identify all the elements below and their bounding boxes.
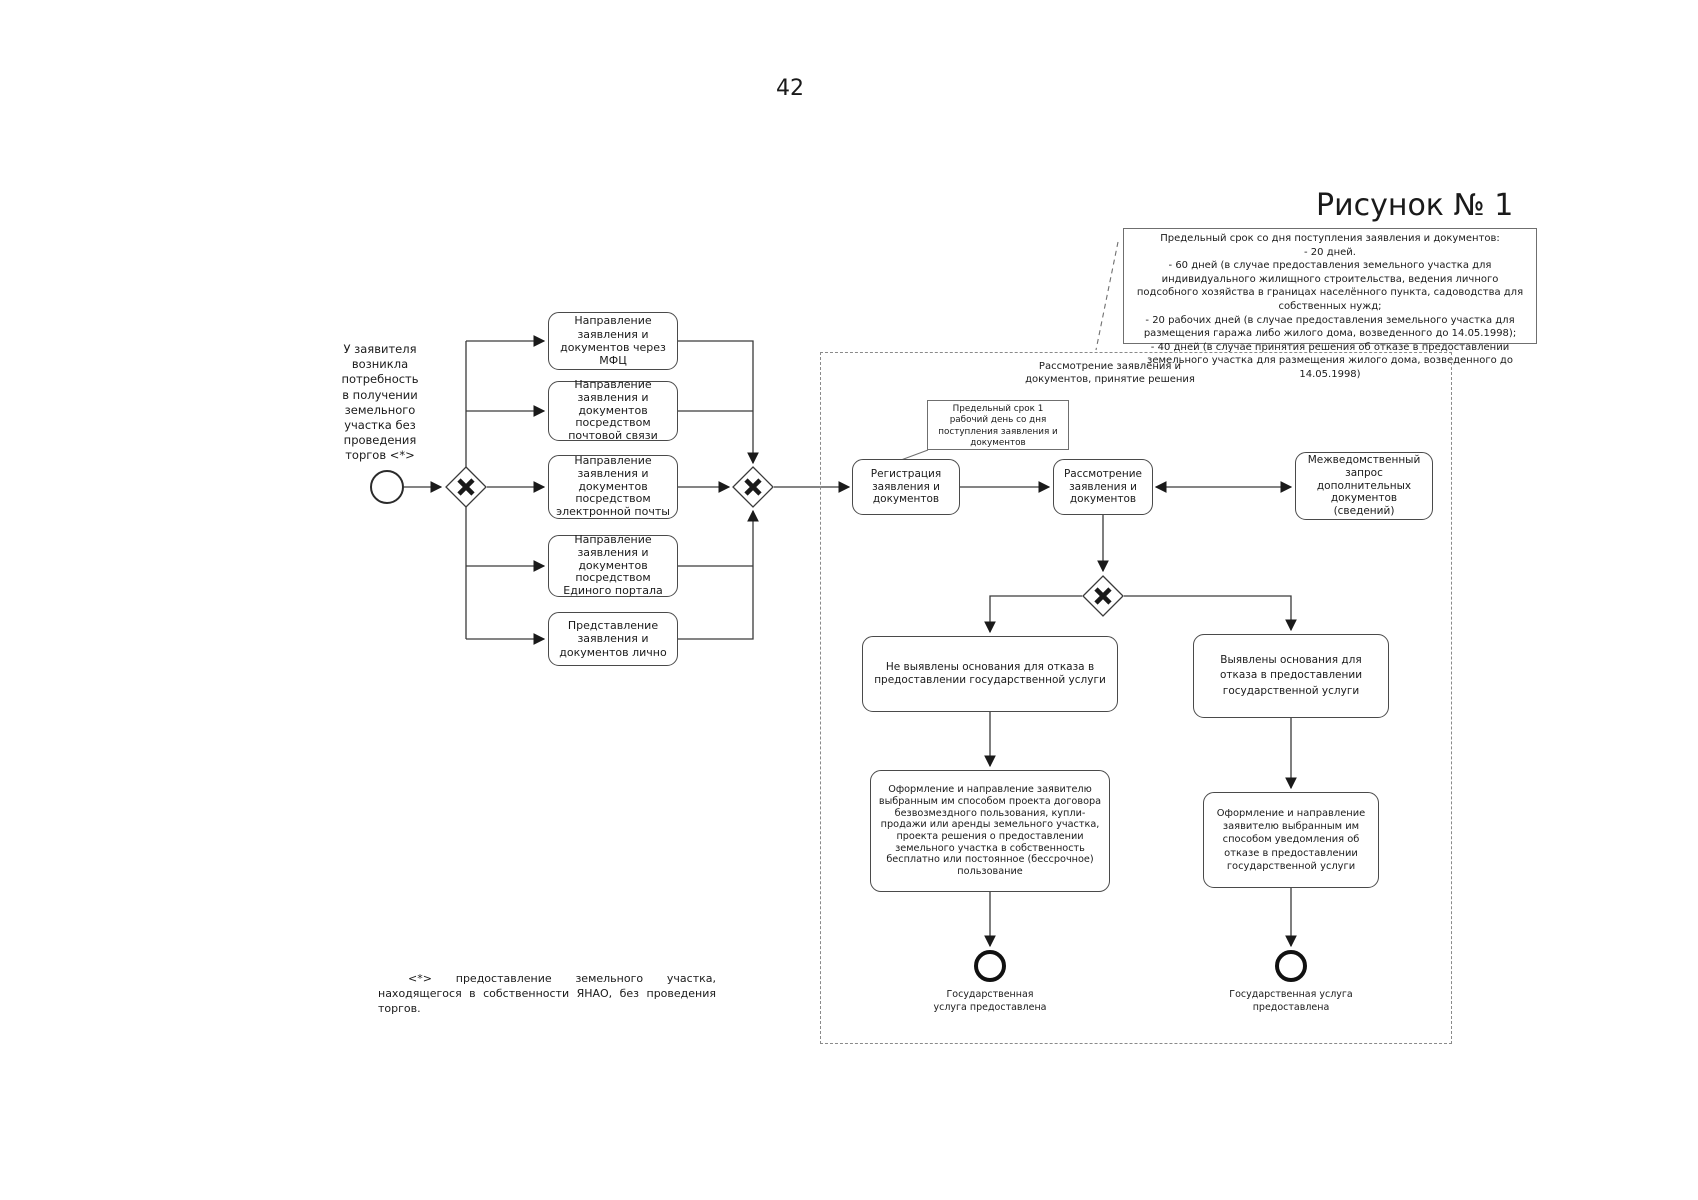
start-event	[370, 470, 404, 504]
footnote: <*> предоставление земельного участка, н…	[378, 972, 716, 1015]
end-event-left	[974, 950, 1006, 982]
exclusive-gateway-merge	[732, 466, 774, 508]
task-channel-mfc: Направление заявления и документов через…	[548, 312, 678, 370]
exclusive-gateway-decision	[1082, 575, 1124, 617]
start-event-label: У заявителя возникла потребность в получ…	[341, 342, 419, 463]
task-channel-in-person: Представление заявления и документов лич…	[548, 612, 678, 666]
exclusive-gateway-icon	[1082, 575, 1124, 617]
association-deadline-note	[1095, 241, 1119, 351]
flow-merge-top	[678, 340, 759, 465]
task-review: Рассмотрение заявления и документов	[1053, 459, 1153, 515]
task-issue-refusal-notice: Оформление и направление заявителю выбра…	[1203, 792, 1379, 888]
task-issue-contract-documents: Оформление и направление заявителю выбра…	[870, 770, 1110, 892]
end-event-left-label: Государственная услуга предоставлена	[933, 989, 1047, 1013]
task-channel-portal: Направление заявления и документов посре…	[548, 533, 678, 597]
exclusive-gateway-split	[445, 466, 487, 508]
end-event-right-label: Государственная услуга предоставлена	[1229, 989, 1353, 1013]
task-channel-mail: Направление заявления и документов посре…	[548, 378, 678, 442]
registration-deadline-note: Предельный срок 1 рабочий день со дня по…	[927, 400, 1069, 450]
branch-refusal: Выявлены основания для отказа в предоста…	[1193, 634, 1389, 718]
deadline-annotation: Предельный срок со дня поступления заявл…	[1123, 228, 1537, 380]
exclusive-gateway-icon	[732, 466, 774, 508]
flow-merge-bottom	[678, 509, 759, 640]
task-registration: Регистрация заявления и документов	[852, 459, 960, 515]
task-channel-email: Направление заявления и документов посре…	[548, 454, 678, 519]
task-interagency-request: Межведомственный запрос дополнительных д…	[1295, 452, 1433, 520]
subprocess-title: Рассмотрение заявления и документов, при…	[1025, 361, 1195, 386]
end-event-right	[1275, 950, 1307, 982]
figure-title: Рисунок № 1	[1316, 188, 1514, 223]
branch-no-refusal: Не выявлены основания для отказа в предо…	[862, 636, 1118, 712]
page-number: 42	[776, 76, 804, 101]
exclusive-gateway-icon	[445, 466, 487, 508]
subprocess-frame	[820, 352, 1452, 1044]
